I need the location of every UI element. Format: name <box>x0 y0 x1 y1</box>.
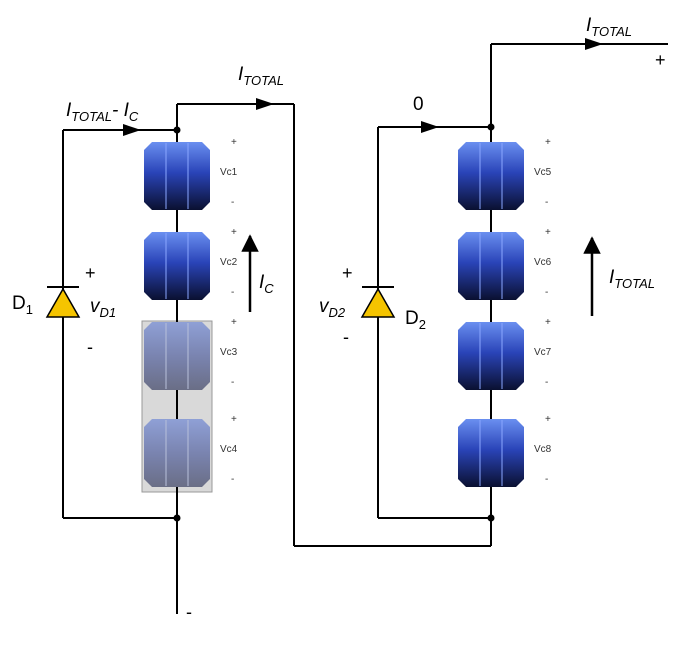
solar-cell-vc1: + Vc1 - <box>144 137 238 210</box>
cell-minus-label: - <box>545 197 548 208</box>
arrow-left-top <box>123 124 141 136</box>
diode-d2 <box>360 286 396 318</box>
d1-plus: + <box>85 263 96 283</box>
cell-voltage-label: Vc3 <box>220 347 238 358</box>
cell-minus-label: - <box>231 474 234 485</box>
cell-plus-label: + <box>231 414 237 425</box>
cell-minus-label: - <box>545 377 548 388</box>
solar-cell-vc6: + Vc6 - <box>458 227 552 300</box>
cell-voltage-label: Vc8 <box>534 444 552 455</box>
cell-voltage-label: Vc7 <box>534 347 552 358</box>
cell-voltage-label: Vc6 <box>534 257 552 268</box>
label-itotal-mid: ITOTAL <box>238 64 284 88</box>
output-minus: - <box>186 602 192 622</box>
cell-plus-label: + <box>545 137 551 148</box>
solar-cell-vc8: + Vc8 - <box>458 414 552 487</box>
cell-minus-label: - <box>545 474 548 485</box>
cell-voltage-label: Vc2 <box>220 257 238 268</box>
cell-plus-label: + <box>231 317 237 328</box>
d1-minus: - <box>87 337 93 357</box>
cell-minus-label: - <box>231 377 234 388</box>
cell-plus-label: + <box>231 137 237 148</box>
label-zero-current: 0 <box>413 94 424 115</box>
cell-minus-label: - <box>231 287 234 298</box>
cell-plus-label: + <box>231 227 237 238</box>
label-d1: D1 <box>12 293 33 317</box>
d2-minus: - <box>343 327 349 347</box>
label-itotal-right: ITOTAL <box>609 267 655 291</box>
cell-voltage-label: Vc4 <box>220 444 238 455</box>
cells: + Vc1 - + Vc2 - + Vc3 - + Vc4 - + Vc5 - + Vc6 - + Vc7 - + Vc8 - <box>144 137 552 487</box>
output-plus: + <box>655 50 666 70</box>
cell-plus-label: + <box>545 317 551 328</box>
cell-voltage-label: Vc5 <box>534 167 552 178</box>
label-vd1: vD1 <box>90 296 116 320</box>
arrow-itotal-mid <box>256 98 274 110</box>
left-string-wires <box>62 103 492 614</box>
arrow-zero <box>421 121 439 133</box>
label-ic: IC <box>259 272 274 296</box>
solar-cell-vc2: + Vc2 - <box>144 227 238 300</box>
cell-minus-label: - <box>231 197 234 208</box>
cell-plus-label: + <box>545 227 551 238</box>
label-itotal-minus-ic: ITOTAL- IC <box>66 100 139 124</box>
cell-minus-label: - <box>545 287 548 298</box>
label-vd2: vD2 <box>319 296 346 320</box>
solar-cell-vc4: + Vc4 - <box>144 414 238 487</box>
junctions <box>173 123 495 522</box>
cell-voltage-label: Vc1 <box>220 167 238 178</box>
arrow-itotal-top <box>585 38 603 50</box>
label-itotal-top: ITOTAL <box>586 15 632 39</box>
d2-plus: + <box>342 263 353 283</box>
solar-cell-vc3: + Vc3 - <box>144 317 238 390</box>
solar-cell-vc7: + Vc7 - <box>458 317 552 390</box>
diode-d1 <box>45 286 81 318</box>
cell-plus-label: + <box>545 414 551 425</box>
solar-cell-vc5: + Vc5 - <box>458 137 552 210</box>
label-d2: D2 <box>405 308 426 332</box>
